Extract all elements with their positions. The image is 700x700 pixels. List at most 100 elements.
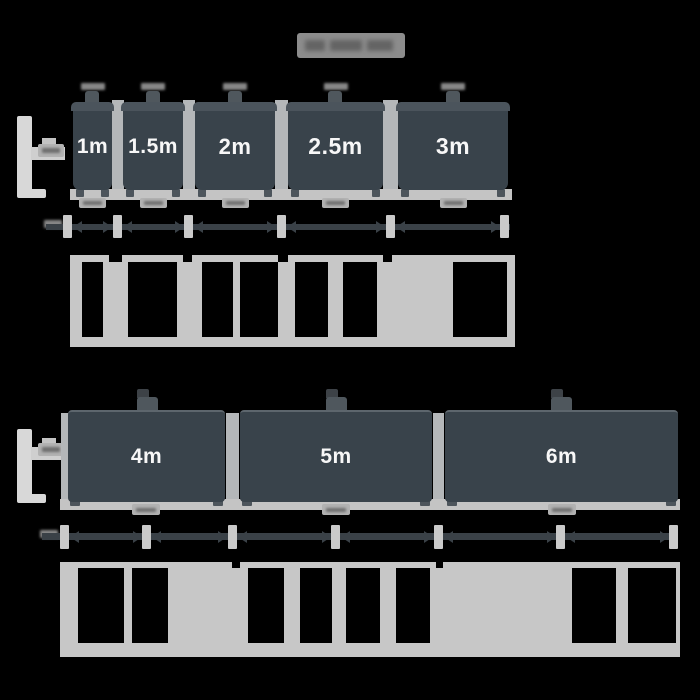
hanger-tab [326,397,347,411]
arrowhead-right [322,531,331,543]
panel-foot [497,189,505,197]
logo-smudge [305,40,325,51]
size-label: 2m [218,133,252,159]
arrowhead-right [424,531,433,543]
slotted-rack [60,562,680,657]
arrowhead-left [566,531,575,543]
rack-slot [128,262,177,337]
size-panel-1-5m: 1.5m [121,102,185,190]
rail-strip [433,413,444,503]
panel-foot [126,189,134,197]
dimension-post [60,525,69,549]
wall-bracket-post [17,429,32,499]
arrowhead-left [70,531,79,543]
hanger-nub [137,389,149,398]
panel-lid [286,102,385,111]
panel-foot [264,189,272,197]
logo-smudge [367,40,393,51]
size-panel-1m: 1m [71,102,114,190]
size-label: 1.5m [128,134,178,158]
arrowhead-left [194,221,203,233]
rack-notch [183,255,192,262]
dimension-post [386,215,395,238]
arrowhead-left [123,221,132,233]
arrowhead-right [133,531,142,543]
panel-lid [121,102,185,111]
dimension-post [63,215,72,238]
bracket-detail [42,438,56,447]
rack-slot [82,262,103,337]
blurred-top-label [141,83,165,90]
rack-slot [78,568,124,643]
blurred-top-label [441,83,465,90]
dimension-chip [322,504,350,515]
rack-notch [109,255,122,262]
dimension-chip [140,198,167,208]
dimension-post [434,525,443,549]
size-banner-4m: 4m [68,410,225,502]
size-banner-5m: 5m [240,410,432,502]
rail-strip [61,413,70,503]
panel-lid [71,102,114,111]
panel-foot [401,189,409,197]
arrowhead-left [341,531,350,543]
size-label: 4m [130,445,163,468]
dimension-chip [548,504,576,515]
rack-notch [383,255,392,262]
blurred-text [552,507,572,512]
size-label: 1m [76,134,109,158]
panel-foot [372,189,380,197]
wall-bracket-post [17,116,32,192]
blurred-top-label [81,83,105,90]
dimension-chip [440,198,467,208]
hanger-tab [137,397,158,411]
rack-slot [248,568,284,643]
arrowhead-right [491,221,500,233]
bracket-dimension-chip [38,443,64,456]
rail-strip [226,413,239,503]
blurred-text [136,507,156,512]
size-label: 6m [545,445,578,468]
dimension-chip [222,198,249,208]
rack-slot [240,262,278,337]
dimension-chip [322,198,349,208]
arrowhead-left [287,221,296,233]
dimension-post [500,215,509,238]
rack-slot [343,262,377,337]
dimension-chip [79,198,106,208]
size-label: 3m [435,133,471,159]
hanger-tab [85,91,99,104]
dimension-post [113,215,122,238]
panel-foot [172,189,180,197]
blurred-text [326,507,346,512]
size-panel-2-5m: 2.5m [286,102,385,190]
arrowhead-right [175,221,184,233]
arrowhead-left [396,221,405,233]
panel-lid [193,102,277,111]
bottom-rail [60,499,680,510]
arrowhead-left [238,531,247,543]
arrowhead-left [444,531,453,543]
panel-foot [198,189,206,197]
wall-bracket-foot [17,494,46,503]
dimension-post [228,525,237,549]
arrowhead-right [376,221,385,233]
dimension-line [42,533,678,540]
hanger-tab [551,397,572,411]
bracket-detail [42,138,56,147]
dimension-post [556,525,565,549]
blurred-text [144,201,163,205]
hanger-tab [328,91,342,104]
hanger-tab [446,91,460,104]
arrowhead-right [103,221,112,233]
slotted-rack [70,255,515,347]
panel-lid [396,102,510,111]
blurred-text [42,447,60,452]
dimension-post [669,525,678,549]
size-panel-3m: 3m [396,102,510,190]
arrowhead-left [73,221,82,233]
brand-logo [297,33,405,58]
blurred-text [326,201,345,205]
blurred-text [226,201,245,205]
